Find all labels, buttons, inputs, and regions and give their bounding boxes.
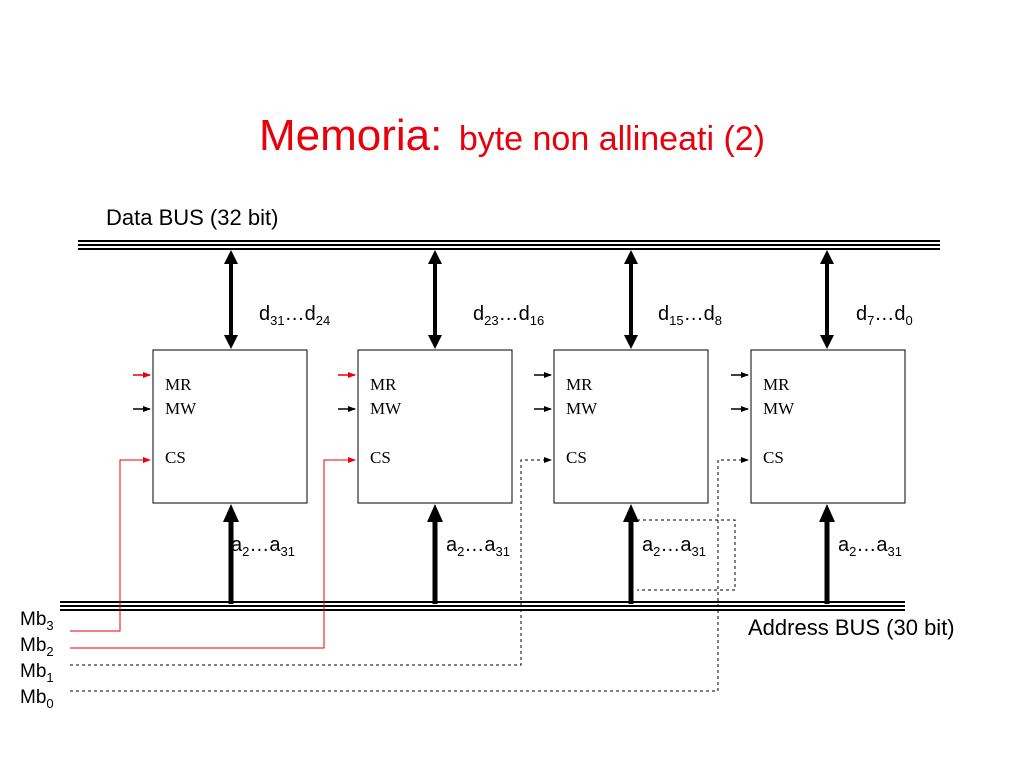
memory-module-3: d31…d24 a2…a31 MR MW CS (70, 250, 330, 632)
cs-select-wire (70, 457, 151, 632)
cs-select-wire (70, 457, 552, 666)
cs-select-wire (70, 457, 749, 692)
mw-signal-label: MW (763, 399, 795, 418)
title-sub: byte non allineati (2) (459, 120, 765, 158)
address-lines-arrow (623, 504, 639, 604)
data-lines-arrow (624, 250, 638, 349)
data-lines-arrow (820, 250, 834, 349)
memory-module-0: d7…d0 a2…a31 MR MW CS (70, 250, 913, 692)
mw-signal-label: MW (165, 399, 197, 418)
address-lines-label: a2…a31 (446, 534, 510, 559)
address-lines-label: a2…a31 (838, 534, 902, 559)
cs-signal-label: CS (165, 448, 186, 467)
mr-signal-label: MR (370, 375, 397, 394)
cs-select-wire (70, 457, 356, 649)
memory-chip-box (750, 349, 906, 504)
data-lines-label: d31…d24 (259, 303, 330, 328)
title-main: Memoria: (259, 111, 442, 160)
data-lines-arrow (224, 250, 238, 349)
mr-signal-label: MR (763, 375, 790, 394)
mw-signal-label: MW (566, 399, 598, 418)
data-bus (78, 240, 940, 250)
address-lines-arrow (427, 504, 443, 604)
data-lines-label: d15…d8 (658, 303, 722, 328)
address-lines-arrow (819, 504, 835, 604)
byte-select-label-2: Mb2 (20, 635, 54, 659)
memory-chip-box (553, 349, 709, 504)
address-bus (60, 601, 905, 611)
address-lines-arrow (223, 504, 239, 604)
memory-module-2: d23…d16 a2…a31 MR MW CS (70, 250, 544, 649)
address-lines-label: a2…a31 (231, 534, 295, 559)
mr-signal-label: MR (566, 375, 593, 394)
data-lines-arrow (428, 250, 442, 349)
data-lines-label: d23…d16 (473, 303, 544, 328)
memory-modules: d31…d24a2…a31MRMWCSd23…d16a2…a31MRMWCSd1… (70, 250, 913, 692)
data-lines-label: d7…d0 (856, 303, 913, 328)
cs-signal-label: CS (763, 448, 784, 467)
address-highlight-box (637, 519, 736, 591)
cs-signal-label: CS (566, 448, 587, 467)
cs-signal-label: CS (370, 448, 391, 467)
address-bus-label: Address BUS (30 bit) (748, 615, 955, 640)
byte-select-label-0: Mb0 (20, 687, 54, 711)
mr-signal-label: MR (165, 375, 192, 394)
memory-chip-box (357, 349, 513, 504)
byte-select-label-3: Mb3 (20, 609, 54, 633)
memory-chip-box (152, 349, 308, 504)
address-lines-label: a2…a31 (642, 534, 706, 559)
mw-signal-label: MW (370, 399, 402, 418)
memory-module-1: d15…d8 a2…a31 MR MW CS (70, 250, 722, 666)
byte-select-label-1: Mb1 (20, 661, 54, 685)
slide-title: Memoria: byte non allineati (2) (259, 111, 765, 160)
data-bus-label: Data BUS (32 bit) (106, 205, 278, 230)
